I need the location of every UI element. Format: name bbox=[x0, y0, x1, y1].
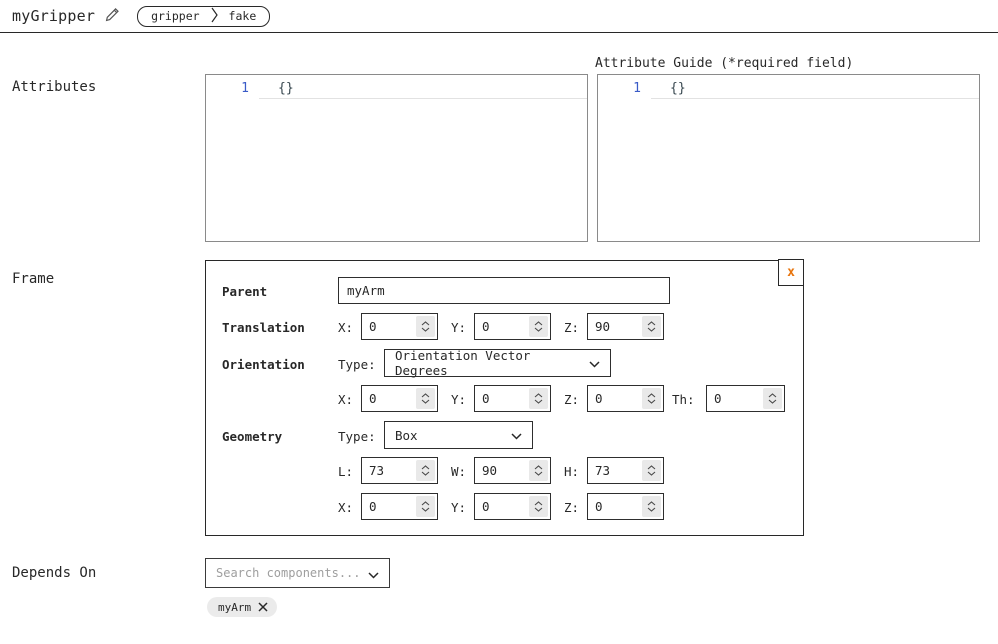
stepper-icon[interactable] bbox=[529, 496, 548, 517]
stepper-icon[interactable] bbox=[416, 316, 435, 337]
line-number: 1 bbox=[241, 81, 249, 96]
translation-z-label: Z: bbox=[564, 320, 580, 335]
parent-label: Parent bbox=[222, 284, 268, 299]
stepper-icon[interactable] bbox=[642, 460, 661, 481]
stepper-icon[interactable] bbox=[529, 388, 548, 409]
orientation-y-label: Y: bbox=[451, 392, 467, 407]
geometry-x-input[interactable] bbox=[361, 493, 438, 520]
geometry-h-field[interactable] bbox=[588, 463, 642, 478]
stepper-icon[interactable] bbox=[416, 460, 435, 481]
depends-on-section-label: Depends On bbox=[12, 565, 97, 581]
geometry-w-field[interactable] bbox=[475, 463, 529, 478]
geometry-type-select[interactable]: Box bbox=[384, 421, 533, 449]
depends-on-search-select[interactable]: Search components... bbox=[205, 558, 390, 588]
orientation-y-input[interactable] bbox=[474, 385, 551, 412]
translation-z-field[interactable] bbox=[588, 319, 642, 334]
geometry-x-field[interactable] bbox=[362, 499, 416, 514]
chevron-down-icon bbox=[368, 564, 379, 583]
geometry-label: Geometry bbox=[222, 429, 283, 444]
translation-x-label: X: bbox=[338, 320, 354, 335]
stepper-icon[interactable] bbox=[416, 388, 435, 409]
geometry-y-label: Y: bbox=[451, 500, 467, 515]
geometry-w-input[interactable] bbox=[474, 457, 551, 484]
geometry-z-input[interactable] bbox=[587, 493, 664, 520]
orientation-th-field[interactable] bbox=[707, 391, 763, 406]
orientation-label: Orientation bbox=[222, 357, 305, 372]
editor-code-text: {} bbox=[259, 78, 587, 99]
frame-card: x Parent Translation X: Y: Z: bbox=[205, 259, 804, 536]
geometry-w-label: W: bbox=[451, 464, 467, 479]
editor-line: 1 {} bbox=[598, 78, 979, 99]
orientation-th-label: Th: bbox=[672, 392, 695, 407]
geometry-l-label: L: bbox=[338, 464, 354, 479]
stepper-icon[interactable] bbox=[529, 316, 548, 337]
chevron-down-icon bbox=[511, 428, 522, 443]
stepper-icon[interactable] bbox=[529, 460, 548, 481]
orientation-type-label: Type: bbox=[338, 357, 376, 372]
geometry-type-value: Box bbox=[395, 427, 418, 443]
translation-z-input[interactable] bbox=[587, 313, 664, 340]
attribute-guide-editor[interactable]: 1 {} bbox=[597, 74, 980, 242]
remove-dependency-icon[interactable] bbox=[258, 602, 268, 612]
geometry-h-input[interactable] bbox=[587, 457, 664, 484]
attributes-code-editor[interactable]: 1 {} bbox=[205, 74, 588, 242]
geometry-y-field[interactable] bbox=[475, 499, 529, 514]
geometry-l-field[interactable] bbox=[362, 463, 416, 478]
geometry-l-input[interactable] bbox=[361, 457, 438, 484]
translation-label: Translation bbox=[222, 320, 305, 335]
translation-y-field[interactable] bbox=[475, 319, 529, 334]
editor-line: 1 {} bbox=[206, 78, 587, 99]
chevron-right-icon bbox=[211, 7, 218, 26]
dependency-chip: myArm bbox=[207, 597, 278, 617]
parent-input[interactable] bbox=[338, 277, 670, 304]
orientation-type-value: Orientation Vector Degrees bbox=[395, 348, 531, 378]
component-name: myGripper bbox=[12, 7, 96, 25]
frame-section-label: Frame bbox=[12, 271, 55, 287]
edit-name-button[interactable] bbox=[105, 7, 120, 25]
orientation-x-input[interactable] bbox=[361, 385, 438, 412]
line-number: 1 bbox=[633, 81, 641, 96]
translation-x-field[interactable] bbox=[362, 319, 416, 334]
attribute-guide-title: Attribute Guide (*required field) bbox=[595, 56, 854, 71]
dependency-chip-label: myArm bbox=[218, 600, 252, 614]
geometry-x-label: X: bbox=[338, 500, 354, 515]
geometry-type-label: Type: bbox=[338, 429, 376, 444]
orientation-th-input[interactable] bbox=[706, 385, 785, 412]
stepper-icon[interactable] bbox=[763, 388, 782, 409]
translation-y-input[interactable] bbox=[474, 313, 551, 340]
orientation-z-field[interactable] bbox=[588, 391, 642, 406]
search-placeholder: Search components... bbox=[216, 566, 361, 580]
orientation-type-select[interactable]: Orientation Vector Degrees bbox=[384, 348, 611, 378]
stepper-icon[interactable] bbox=[642, 496, 661, 517]
stepper-icon[interactable] bbox=[642, 388, 661, 409]
orientation-x-label: X: bbox=[338, 392, 354, 407]
translation-y-label: Y: bbox=[451, 320, 467, 335]
geometry-y-input[interactable] bbox=[474, 493, 551, 520]
component-model-label: fake bbox=[228, 9, 257, 23]
component-type-badge: gripper fake bbox=[137, 5, 271, 27]
stepper-icon[interactable] bbox=[416, 496, 435, 517]
orientation-x-field[interactable] bbox=[362, 391, 416, 406]
translation-x-input[interactable] bbox=[361, 313, 438, 340]
component-type-label: gripper bbox=[151, 9, 200, 23]
orientation-z-input[interactable] bbox=[587, 385, 664, 412]
orientation-z-label: Z: bbox=[564, 392, 580, 407]
orientation-y-field[interactable] bbox=[475, 391, 529, 406]
geometry-z-field[interactable] bbox=[588, 499, 642, 514]
chevron-down-icon bbox=[589, 356, 600, 371]
component-header: myGripper gripper fake bbox=[0, 0, 998, 33]
stepper-icon[interactable] bbox=[642, 316, 661, 337]
geometry-z-label: Z: bbox=[564, 500, 580, 515]
pencil-icon bbox=[105, 7, 120, 25]
frame-close-button[interactable]: x bbox=[778, 259, 804, 286]
attributes-section-label: Attributes bbox=[12, 79, 97, 95]
geometry-h-label: H: bbox=[564, 464, 580, 479]
editor-code-text: {} bbox=[651, 78, 979, 99]
